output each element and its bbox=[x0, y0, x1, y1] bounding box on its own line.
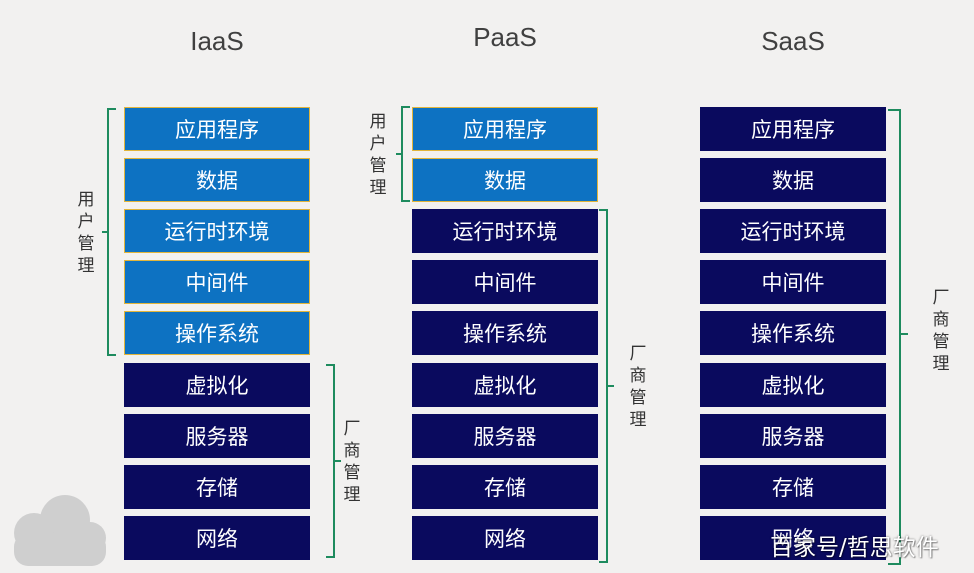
paas-layer-virtualization: 虚拟化 bbox=[412, 363, 598, 407]
cloud-icon bbox=[14, 495, 106, 566]
paas-layer-os: 操作系统 bbox=[412, 311, 598, 355]
paas-layer-data: 数据 bbox=[412, 158, 598, 202]
column-title-paas: PaaS bbox=[473, 22, 537, 52]
paas-vendor-label: 厂商管理 bbox=[629, 344, 647, 430]
iaas-user-label: 用户管理 bbox=[77, 190, 95, 276]
iaas-layer-middleware: 中间件 bbox=[124, 260, 310, 304]
iaas-layer-applications: 应用程序 bbox=[124, 107, 310, 151]
iaas-vendor-label: 厂商管理 bbox=[343, 419, 361, 505]
iaas-layer-networking: 网络 bbox=[124, 516, 310, 560]
paas-layer-servers: 服务器 bbox=[412, 414, 598, 458]
paas-user-label: 用户管理 bbox=[369, 112, 387, 198]
saas-layer-middleware: 中间件 bbox=[700, 260, 886, 304]
saas-layer-runtime: 运行时环境 bbox=[700, 209, 886, 253]
saas-vendor-bracket bbox=[888, 109, 908, 565]
iaas-layer-virtualization: 虚拟化 bbox=[124, 363, 310, 407]
paas-layer-runtime: 运行时环境 bbox=[412, 209, 598, 253]
paas-layer-applications: 应用程序 bbox=[412, 107, 598, 151]
saas-layer-virtualization: 虚拟化 bbox=[700, 363, 886, 407]
saas-layer-storage: 存储 bbox=[700, 465, 886, 509]
saas-layer-networking: 网络 bbox=[700, 516, 886, 560]
saas-layer-servers: 服务器 bbox=[700, 414, 886, 458]
iaas-vendor-bracket bbox=[326, 364, 341, 558]
saas-vendor-label: 厂商管理 bbox=[932, 288, 950, 374]
iaas-user-bracket bbox=[102, 108, 116, 356]
column-title-saas: SaaS bbox=[761, 26, 825, 56]
iaas-layer-os: 操作系统 bbox=[124, 311, 310, 355]
paas-layer-networking: 网络 bbox=[412, 516, 598, 560]
saas-layer-data: 数据 bbox=[700, 158, 886, 202]
iaas-layer-data: 数据 bbox=[124, 158, 310, 202]
saas-layer-applications: 应用程序 bbox=[700, 107, 886, 151]
iaas-layer-servers: 服务器 bbox=[124, 414, 310, 458]
saas-layer-os: 操作系统 bbox=[700, 311, 886, 355]
paas-vendor-bracket bbox=[599, 209, 614, 563]
watermark-text: 百家号/哲思软件 bbox=[770, 535, 939, 561]
paas-layer-storage: 存储 bbox=[412, 465, 598, 509]
paas-user-bracket bbox=[396, 106, 410, 202]
iaas-layer-runtime: 运行时环境 bbox=[124, 209, 310, 253]
column-title-iaas: IaaS bbox=[190, 26, 244, 56]
paas-layer-middleware: 中间件 bbox=[412, 260, 598, 304]
iaas-layer-storage: 存储 bbox=[124, 465, 310, 509]
